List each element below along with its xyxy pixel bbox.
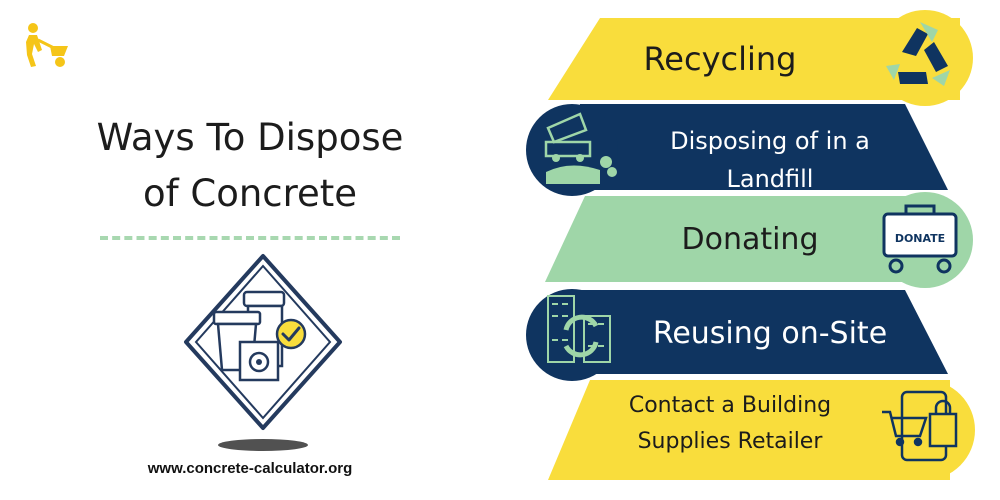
step-4-label: Reusing on-Site	[652, 316, 888, 351]
step-5-label-line-1: Contact a Building	[628, 393, 832, 418]
website-url: www.concrete-calculator.org	[147, 460, 353, 477]
recycle-icon	[886, 22, 950, 86]
title-line-2: of Concrete	[142, 172, 358, 215]
step-2-label: Disposing of in a Landfill	[640, 122, 900, 198]
step-5-label-line-2: Supplies Retailer	[637, 429, 823, 454]
step-1-band	[548, 18, 960, 100]
step-2-label-line-1: Disposing of in a	[670, 127, 870, 155]
steps-ribbon: DONATE	[526, 10, 975, 480]
title-divider	[100, 236, 400, 240]
step-3-label: Donating	[681, 222, 819, 257]
shopping-retail-icon	[882, 390, 958, 462]
step-1-label: Recycling	[643, 40, 797, 78]
step-2-label-line-2: Landfill	[726, 165, 814, 193]
page-title: Ways To Dispose of Concrete	[40, 110, 460, 222]
wheelbarrow-worker-icon	[26, 23, 68, 67]
step-4-band	[580, 290, 948, 374]
step-5-label: Contact a Building Supplies Retailer	[590, 388, 870, 460]
donate-box-icon: DONATE	[882, 204, 958, 274]
dump-truck-icon	[544, 112, 617, 184]
step-2-band	[580, 104, 948, 190]
donate-box-text: DONATE	[895, 232, 945, 245]
title-line-1: Ways To Dispose	[96, 116, 404, 159]
step-3-band	[545, 196, 930, 282]
hazard-bins-icon	[184, 254, 342, 451]
step-5-band	[548, 380, 950, 480]
checkmark-icon	[275, 318, 307, 350]
building-reuse-icon	[547, 295, 611, 363]
